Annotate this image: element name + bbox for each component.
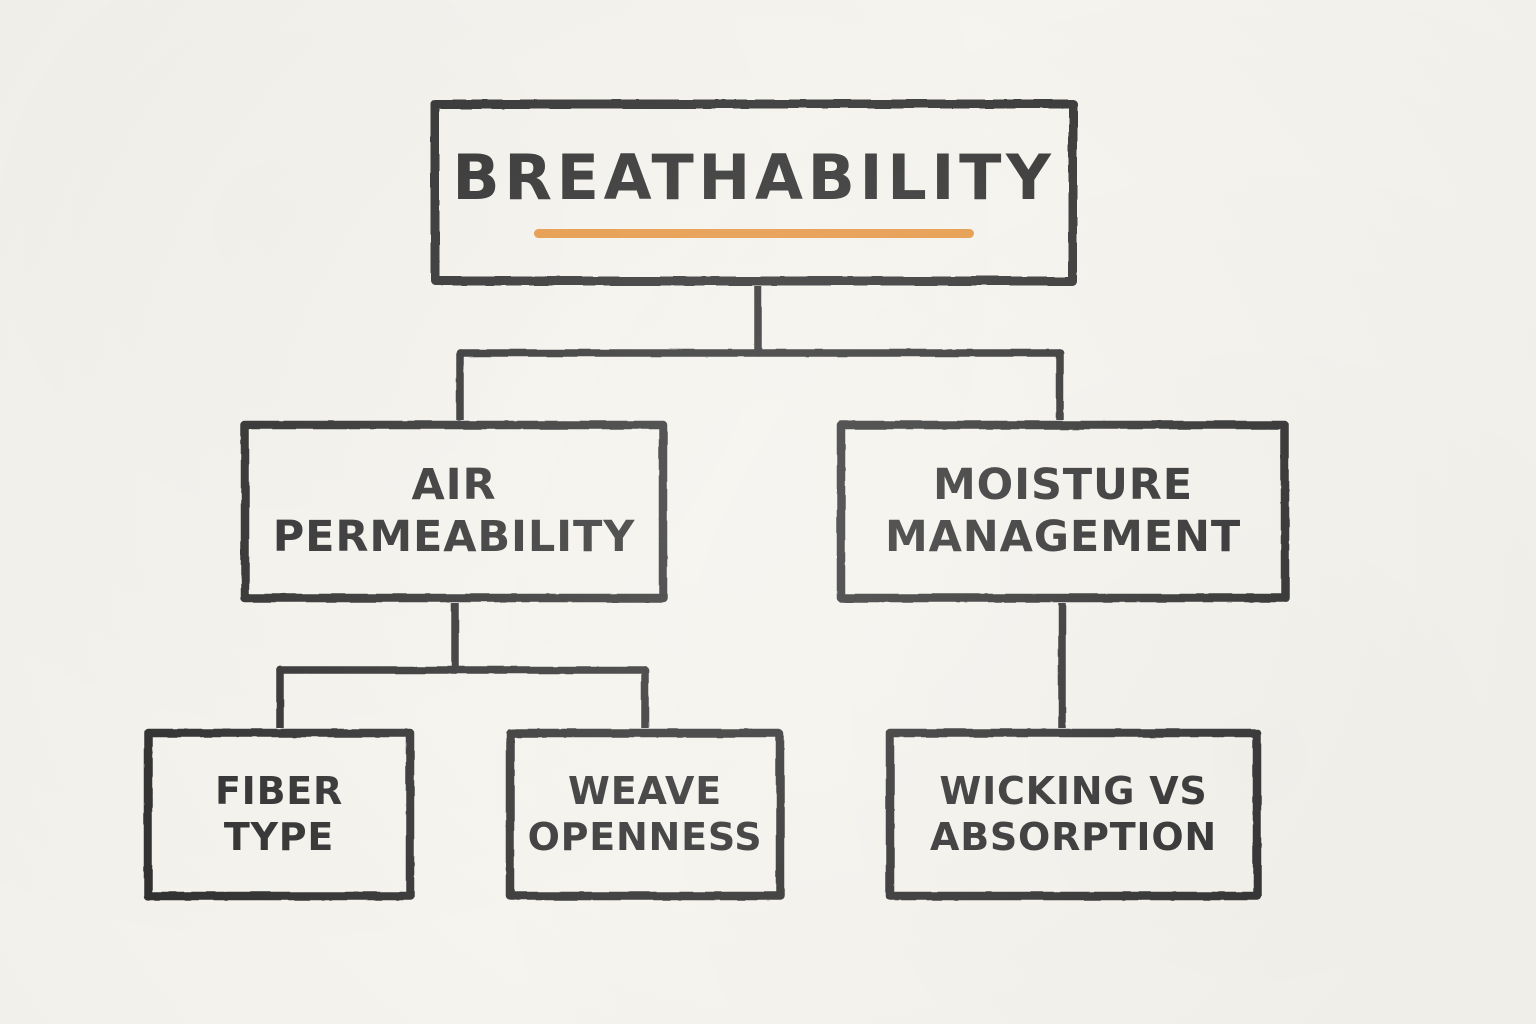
node-frame-fiber-type <box>143 728 415 901</box>
node-air-permeability[interactable]: AIR PERMEABILITY <box>240 420 668 603</box>
node-label-weave-openness: WEAVE OPENNESS <box>527 768 763 859</box>
node-frame-moisture-management <box>836 420 1290 603</box>
node-fiber-type[interactable]: FIBER TYPE <box>143 728 415 901</box>
node-frame-root <box>430 99 1078 286</box>
node-label-wicking-vs-absorption: WICKING VS ABSORPTION <box>930 768 1217 859</box>
node-weave-openness[interactable]: WEAVE OPENNESS <box>505 728 785 901</box>
node-frame-wicking-vs-absorption <box>885 728 1262 901</box>
node-moisture-management[interactable]: MOISTURE MANAGEMENT <box>836 420 1290 603</box>
node-frame-air-permeability <box>240 420 668 603</box>
node-breathability[interactable]: BREATHABILITY <box>430 99 1078 286</box>
node-label-breathability: BREATHABILITY <box>452 141 1056 214</box>
node-label-moisture-management: MOISTURE MANAGEMENT <box>884 459 1242 562</box>
node-wicking-vs-absorption[interactable]: WICKING VS ABSORPTION <box>885 728 1262 901</box>
node-frame-weave-openness <box>505 728 785 901</box>
node-label-fiber-type: FIBER TYPE <box>214 768 344 859</box>
accent-underline <box>533 229 975 238</box>
node-label-air-permeability: AIR PERMEABILITY <box>272 459 636 562</box>
